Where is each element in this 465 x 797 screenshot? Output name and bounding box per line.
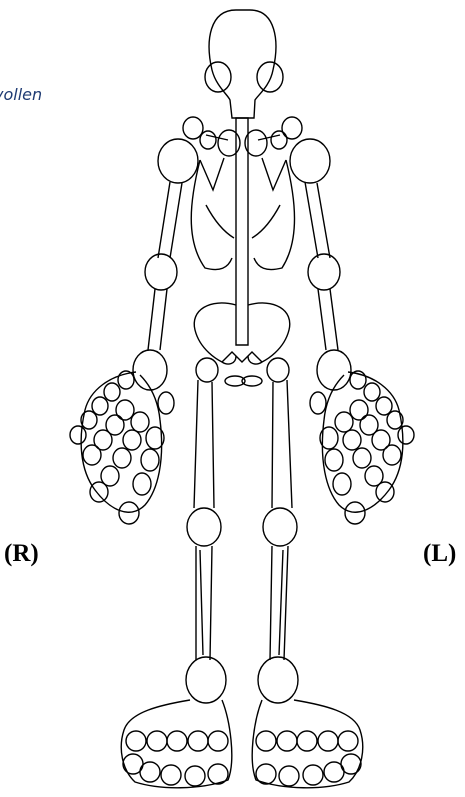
pelvis	[194, 303, 290, 364]
left-foot[interactable]	[252, 700, 363, 788]
right-hand[interactable]	[70, 371, 174, 524]
shoulder-joints[interactable]	[158, 139, 330, 183]
clavicles	[200, 135, 286, 190]
femurs	[194, 380, 292, 508]
skull	[209, 10, 276, 118]
forearms	[148, 289, 338, 350]
lower-legs	[196, 546, 288, 660]
knee-joints[interactable]	[187, 508, 297, 546]
upper-torso-joints[interactable]	[183, 117, 302, 156]
upper-arms	[158, 182, 330, 258]
elbow-joints[interactable]	[145, 254, 340, 290]
spine	[236, 118, 248, 345]
ankle-joints[interactable]	[186, 657, 298, 703]
right-foot[interactable]	[121, 700, 232, 788]
left-hand[interactable]	[310, 371, 414, 524]
